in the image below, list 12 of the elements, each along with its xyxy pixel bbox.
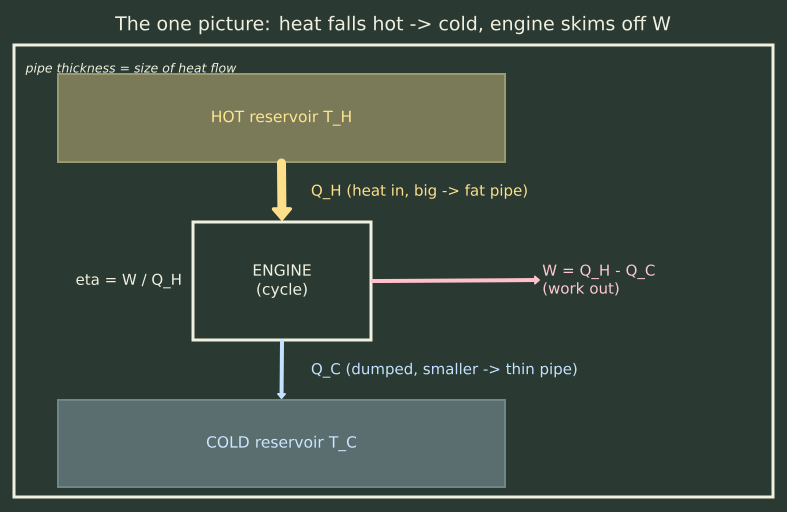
edge-label: Q_C (dumped, smaller -> thin pipe) [310, 362, 579, 379]
arrow [272, 158, 292, 220]
title: The one picture: heat falls hot -> cold, engine skims off W [115, 16, 670, 34]
result-text: W = Q_H - Q_C (work out) [542, 264, 655, 296]
edge-label: Q_H (heat in, big -> fat pipe) [310, 183, 530, 200]
arrow [370, 276, 540, 285]
formula-text: eta = W / Q_H [76, 274, 180, 288]
arrow [277, 340, 286, 399]
reservoir-box: HOT reservoir T_H [57, 73, 506, 163]
engine-box: ENGINE (cycle) [192, 220, 372, 342]
note: pipe thickness = size of heat flow [26, 62, 236, 76]
reservoir-box: COLD reservoir T_C [57, 399, 506, 488]
